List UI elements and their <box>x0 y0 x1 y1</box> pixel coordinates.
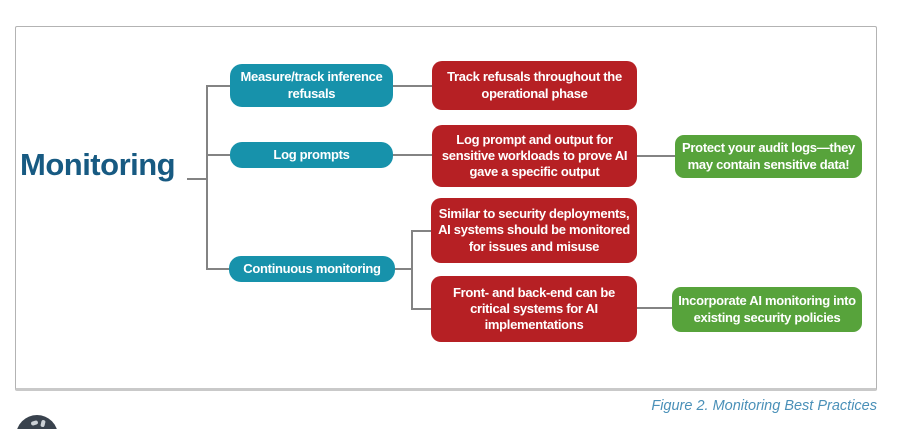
connector-root <box>187 178 207 180</box>
topic-box-measure-track-inference-refusals: Measure/track inference refusals <box>230 64 393 107</box>
detail-box-label: sensitive workloads to prove AI <box>441 147 628 163</box>
topic-box-log-prompts: Log prompts <box>230 142 393 168</box>
detail-box-log-prompt-output: Log prompt and output for sensitive work… <box>432 125 637 187</box>
connector-hub-detail3 <box>411 230 431 232</box>
detail-box-label: implementations <box>484 317 584 333</box>
detail-box-label: critical systems for AI <box>470 300 598 316</box>
connector-branch-2 <box>206 154 230 156</box>
detail-box-label: for issues and misuse <box>468 238 600 254</box>
badge-mark <box>40 419 46 428</box>
note-box-label: may contain sensitive data! <box>687 156 850 172</box>
detail-box-label: Log prompt and output for <box>456 131 613 147</box>
detail-box-label: AI systems should be monitored <box>438 222 630 238</box>
detail-box-label: gave a specific output <box>469 164 600 180</box>
topic-box-label: refusals <box>287 85 336 101</box>
detail-box-front-back-end: Front- and back-end can be critical syst… <box>431 276 637 342</box>
connector-hub-vertical <box>411 230 413 310</box>
connector-trunk <box>206 85 208 269</box>
detail-box-label: Similar to security deployments, <box>438 206 630 222</box>
detail-box-label: operational phase <box>481 85 588 101</box>
connector-detail4-note2 <box>637 307 672 309</box>
connector-detail2-note1 <box>637 155 675 157</box>
badge-mark <box>30 420 39 426</box>
detail-box-track-refusals: Track refusals throughout the operationa… <box>432 61 637 110</box>
connector-topic2-detail2 <box>393 154 432 156</box>
topic-box-continuous-monitoring: Continuous monitoring <box>229 256 395 282</box>
connector-branch-1 <box>206 85 230 87</box>
note-box-protect-audit-logs: Protect your audit logs—they may contain… <box>675 135 862 178</box>
connector-topic3-hub <box>395 268 413 270</box>
note-box-label: Incorporate AI monitoring into <box>678 293 856 309</box>
topic-box-label: Continuous monitoring <box>243 260 381 276</box>
note-box-label: Protect your audit logs—they <box>682 140 855 156</box>
figure-caption: Figure 2. Monitoring Best Practices <box>651 398 877 414</box>
detail-box-label: Front- and back-end can be <box>453 284 615 300</box>
topic-box-label: Measure/track inference <box>240 69 383 85</box>
note-box-incorporate-ai-monitoring: Incorporate AI monitoring into existing … <box>672 287 862 332</box>
detail-box-similar-security-deployments: Similar to security deployments, AI syst… <box>431 198 637 263</box>
page-badge-icon <box>16 415 58 429</box>
topic-box-label: Log prompts <box>273 146 350 162</box>
root-label: Monitoring <box>20 147 176 182</box>
connector-topic1-detail1 <box>393 85 432 87</box>
detail-box-label: Track refusals throughout the <box>447 69 622 85</box>
connector-branch-3 <box>206 268 230 270</box>
connector-hub-detail4 <box>411 308 431 310</box>
note-box-label: existing security policies <box>693 309 841 325</box>
